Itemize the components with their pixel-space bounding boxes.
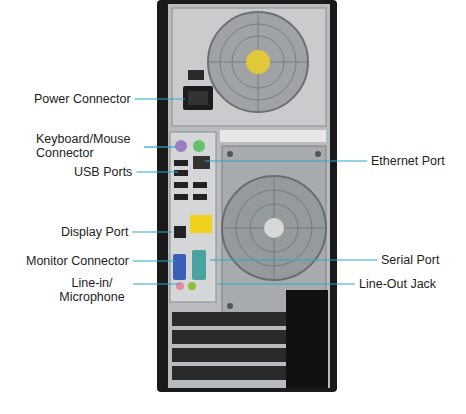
leader-line — [133, 283, 180, 284]
leader-line — [144, 146, 176, 147]
leader-line — [132, 231, 172, 232]
callout-label: Power Connector — [34, 92, 131, 106]
callout-label: Monitor Connector — [26, 254, 129, 268]
callout-label: Keyboard/Mouse Connector — [36, 132, 140, 160]
callout-label: USB Ports — [74, 165, 132, 179]
leader-line — [218, 283, 355, 284]
leader-line — [210, 259, 377, 260]
leader-line — [136, 171, 178, 172]
callout-label: Display Port — [61, 225, 128, 239]
callout-label: Line-Out Jack — [359, 277, 436, 291]
callout-label: Serial Port — [381, 253, 439, 267]
leader-line — [133, 260, 175, 261]
callout-label: Line-in/ Microphone — [55, 276, 129, 304]
leader-line — [135, 98, 185, 99]
leader-line — [205, 160, 367, 161]
callout-label: Ethernet Port — [371, 154, 445, 168]
